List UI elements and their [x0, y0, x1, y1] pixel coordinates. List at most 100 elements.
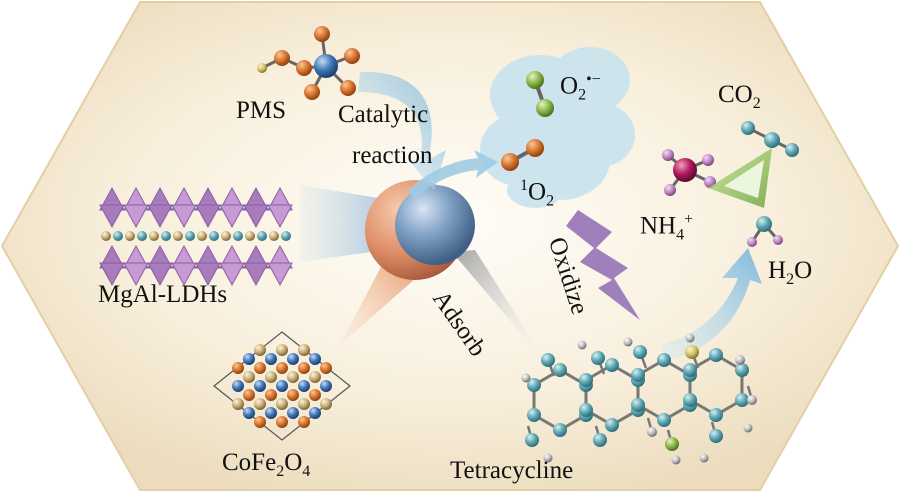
crystal-atom — [287, 371, 299, 383]
carbon-atom — [709, 408, 723, 422]
ldh-interlayer-ion — [161, 231, 171, 241]
substituent-atom — [685, 345, 699, 359]
blue-core — [395, 185, 475, 265]
carbon-atom — [709, 348, 723, 362]
ldh-interlayer-ion — [149, 231, 159, 241]
crystal-atom — [287, 353, 299, 365]
crystal-atom — [265, 371, 277, 383]
label-nh4: NH4+ — [640, 211, 694, 244]
crystal-atom — [320, 398, 332, 410]
hydrogen-atom — [623, 337, 633, 347]
crystal-atom — [254, 344, 266, 356]
ldh-interlayer-ion — [113, 231, 123, 241]
catalytic-arrow-to-cloud — [408, 150, 498, 200]
radical-cloud — [480, 47, 635, 208]
crystal-atom — [232, 398, 244, 410]
substituent-atom — [633, 345, 647, 359]
crystal-atom — [276, 398, 288, 410]
ldh-octahedron — [99, 262, 125, 287]
crystal-atom — [254, 362, 266, 374]
ldh-interlayer-ion — [209, 231, 219, 241]
pms-molecule — [257, 26, 360, 100]
crystal-atom — [243, 353, 255, 365]
ldh-octahedron — [195, 204, 221, 229]
crystal-atom — [298, 416, 310, 428]
ldh-interlayer-ion — [233, 231, 243, 241]
ammonium-molecule — [662, 149, 716, 196]
label-singlet-oxygen: 1O2 — [520, 177, 555, 210]
ldh-octahedron — [219, 262, 245, 287]
adsorb-beam — [452, 250, 548, 365]
ldh-interlayer-ion — [125, 231, 135, 241]
carbon-atom — [553, 363, 567, 377]
hydrogen-atom — [743, 423, 753, 433]
carbon-atom — [657, 413, 671, 427]
ldh-interlayer-ion — [221, 231, 231, 241]
ldh-interlayer-ion — [137, 231, 147, 241]
carbon-atom — [631, 368, 646, 382]
superoxide-molecule — [526, 71, 554, 117]
ldh-octahedron — [123, 204, 149, 229]
ldh-octahedron — [267, 204, 293, 229]
label-tetracycline: Tetracycline — [450, 457, 574, 484]
crystal-atom — [265, 389, 277, 401]
crystal-atom — [276, 362, 288, 374]
crystal-atom — [254, 398, 266, 410]
carbon-atom — [605, 358, 619, 372]
crystal-atom — [232, 362, 244, 374]
crystal-atom — [287, 407, 299, 419]
label-mgal-ldhs: MgAl-LDHs — [98, 281, 228, 308]
ldh-octahedron — [171, 204, 197, 229]
crystal-atom — [276, 344, 288, 356]
crystal-atom — [243, 407, 255, 419]
label-h2o: H2O — [768, 257, 813, 288]
ldh-octahedron — [243, 262, 269, 287]
tetracycline-molecule — [521, 333, 757, 465]
carbon-atom — [579, 403, 594, 417]
label-pms: PMS — [236, 97, 287, 124]
hydrogen-atom — [543, 453, 553, 463]
crystal-atom — [320, 380, 332, 392]
crystal-atom — [254, 416, 266, 428]
ldh-octahedron — [267, 262, 293, 287]
carbon-atom — [683, 363, 698, 377]
hydrogen-atom — [685, 333, 695, 343]
substituent-atom — [525, 433, 539, 447]
cofe2o4-crystal — [213, 331, 351, 441]
crystal-atom — [298, 380, 310, 392]
ldh-interlayer-ion — [269, 231, 279, 241]
substituent-atom — [747, 395, 757, 405]
substituent-atom — [735, 355, 745, 365]
crystal-atom — [287, 389, 299, 401]
label-co2: CO2 — [718, 81, 761, 112]
ldh-interlayer-ion — [257, 231, 267, 241]
ldh-structure — [99, 186, 293, 287]
catalytic-arrow — [358, 71, 446, 190]
crystal-atom — [298, 362, 310, 374]
product-triangle — [708, 121, 799, 247]
substituent-atom — [665, 437, 679, 451]
substituent-atom — [591, 351, 605, 365]
label-catalytic: Catalytic — [338, 101, 429, 128]
carbon-atom — [734, 393, 749, 407]
oxidize-bolt — [566, 210, 640, 320]
carbon-atom — [553, 423, 567, 437]
ldh-octahedron — [147, 262, 173, 287]
substituent-atom — [541, 353, 555, 367]
ldh-octahedron — [219, 204, 245, 229]
crystal-atom — [276, 416, 288, 428]
ldh-octahedron — [123, 262, 149, 287]
crystal-atom — [243, 389, 255, 401]
ldh-interlayer-ion — [185, 231, 195, 241]
carbon-atom — [579, 373, 594, 387]
singlet-oxygen-molecule — [501, 139, 544, 171]
hydrogen-atom — [521, 373, 531, 383]
carbon-atom — [605, 418, 619, 432]
carbon-atom — [657, 353, 671, 367]
crystal-atom — [309, 353, 321, 365]
hydrogen-atom — [671, 455, 681, 465]
carbon-atom — [734, 363, 749, 377]
ldh-interlayer-ion — [101, 231, 111, 241]
crystal-atom — [232, 380, 244, 392]
